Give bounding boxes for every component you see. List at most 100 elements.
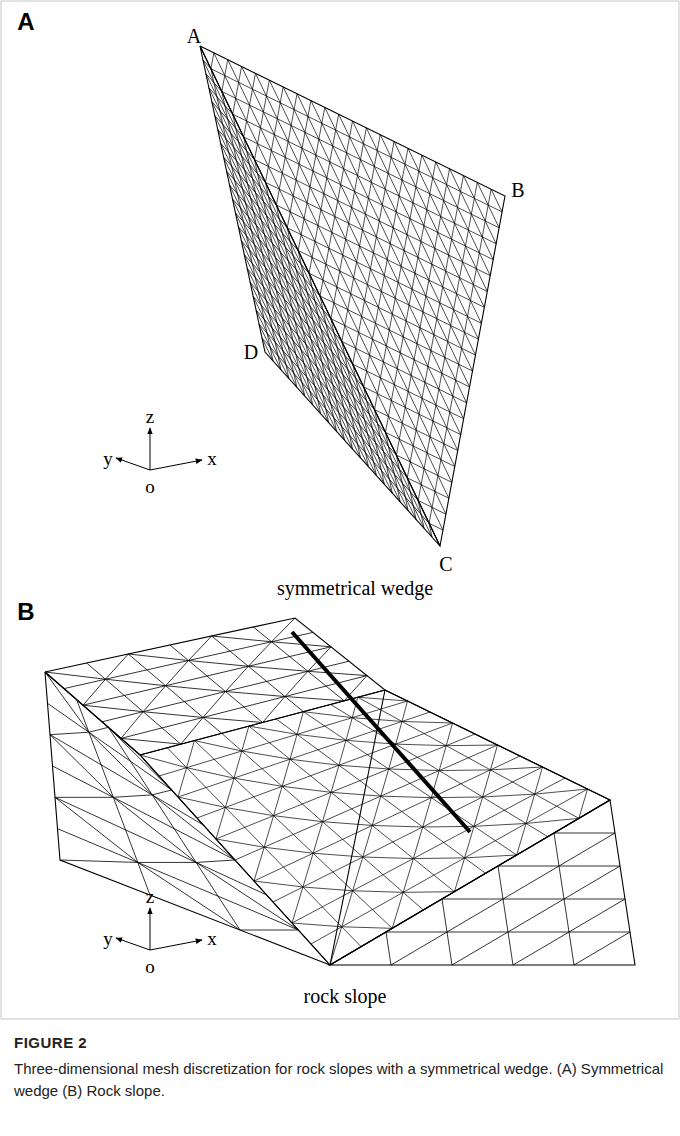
wedge-band [292, 632, 470, 832]
mesh-line [418, 182, 477, 500]
mesh-line [222, 733, 424, 910]
mesh-line [187, 768, 234, 778]
vertex-label: C [439, 554, 452, 574]
mesh-line [189, 636, 212, 661]
mesh-line [262, 338, 429, 523]
mesh-line [218, 129, 393, 493]
mesh-line [187, 741, 195, 768]
axis-label: y [103, 449, 113, 468]
mesh-line [297, 712, 303, 735]
mesh-line [138, 862, 240, 930]
mesh-line [272, 618, 296, 642]
mesh-line [206, 74, 424, 529]
mesh-line [128, 654, 221, 733]
axis-label: x [207, 929, 217, 948]
mesh-line [216, 734, 475, 839]
mesh-line [339, 740, 346, 765]
mesh-outline [45, 672, 330, 965]
mesh-line [89, 732, 152, 795]
mesh-line [89, 727, 108, 732]
mesh-line [276, 205, 484, 307]
origin-label: o [145, 477, 155, 496]
mesh-line [413, 827, 422, 859]
mesh-line [45, 672, 89, 732]
mesh-line [53, 766, 236, 860]
mesh-line [83, 705, 143, 712]
mesh-line [403, 891, 454, 893]
mesh-line [282, 786, 331, 792]
axis-arrow [150, 908, 151, 950]
mesh-line [178, 797, 225, 807]
axis-arrow [150, 460, 202, 470]
mesh-line [323, 822, 373, 826]
mesh-line [240, 930, 298, 931]
mesh-line [226, 666, 249, 691]
mesh-line [222, 91, 499, 227]
mesh-line [363, 857, 414, 859]
panel-caption: rock slope [304, 986, 387, 1006]
axis-symbols [116, 428, 202, 950]
mesh-line [298, 251, 478, 340]
mesh-line [308, 647, 331, 672]
mesh-line [264, 816, 273, 848]
mesh-line [339, 765, 389, 769]
mesh-line [282, 759, 290, 786]
mesh-line [303, 712, 352, 718]
mesh-line [442, 899, 625, 900]
mesh-line [233, 199, 321, 296]
mesh-line [211, 69, 273, 361]
mesh-line [234, 778, 282, 786]
axis-label: y [103, 929, 113, 948]
panel-letter: B [17, 600, 34, 624]
figure-caption: Three-dimensional mesh discretization fo… [14, 1058, 664, 1102]
mesh-line [214, 53, 443, 530]
mesh-line [474, 823, 526, 826]
mesh-line [113, 797, 196, 862]
vertex-label: D [244, 342, 258, 362]
mesh-line [234, 751, 242, 778]
mesh-line [216, 807, 225, 839]
mesh-line [222, 91, 281, 369]
mesh-line [320, 296, 353, 449]
mesh-line [490, 745, 497, 770]
mesh-line [346, 718, 352, 741]
axis-arrow [116, 458, 150, 470]
mesh-line [483, 770, 491, 797]
mesh-line [264, 847, 313, 853]
panel-letter: A [17, 10, 34, 34]
mesh-line [244, 255, 363, 387]
wedge-mesh [200, 46, 505, 546]
mesh-line [166, 686, 226, 692]
axis-arrow [116, 938, 150, 950]
mesh-line [407, 176, 463, 478]
mesh-line [181, 717, 203, 744]
mesh-line [178, 768, 187, 797]
mesh-line [386, 932, 630, 933]
mesh-line [143, 686, 166, 712]
mesh-line [211, 53, 214, 69]
mesh-line [143, 712, 203, 718]
mesh-line [353, 857, 363, 891]
mesh-line [402, 721, 453, 723]
mesh-line [413, 857, 464, 859]
axis-arrow [150, 428, 151, 470]
mesh-line [490, 767, 542, 770]
mesh-line [375, 155, 422, 410]
mesh-line [311, 789, 588, 944]
mesh-line [526, 794, 535, 823]
mesh-line [242, 726, 249, 751]
mesh-line [265, 182, 312, 405]
mesh-line [50, 735, 113, 798]
mesh-line [203, 60, 432, 537]
mesh-line [196, 862, 298, 930]
axis-label: z [146, 887, 154, 906]
mesh-line [396, 721, 402, 744]
mesh-line [331, 704, 548, 836]
mesh-line [203, 692, 226, 718]
panel-caption: symmetrical wedge [277, 578, 433, 598]
mesh-line [248, 666, 308, 671]
mesh-line [212, 102, 408, 511]
mesh-line [303, 853, 313, 887]
mesh-outline [200, 46, 505, 546]
